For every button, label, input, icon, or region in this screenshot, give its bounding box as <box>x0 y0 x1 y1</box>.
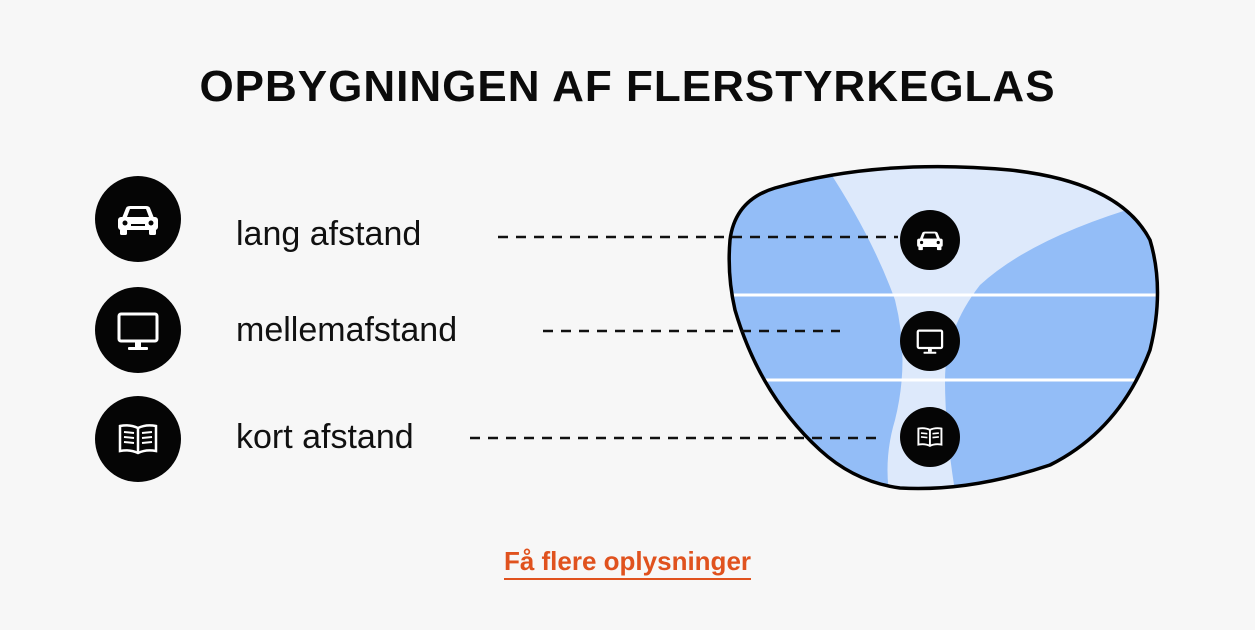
label-mellemafstand: mellemafstand <box>236 311 458 349</box>
lens-book-icon <box>900 407 960 467</box>
more-info-link-wrapper: Få flere oplysninger <box>0 546 1255 580</box>
label-kort-afstand: kort afstand <box>236 418 414 456</box>
page-title: OPBYGNINGEN AF FLERSTYRKEGLAS <box>199 62 1056 111</box>
lens-monitor-icon <box>900 311 960 371</box>
car-icon <box>95 176 181 262</box>
more-info-link[interactable]: Få flere oplysninger <box>503 546 752 580</box>
book-icon <box>95 396 181 482</box>
label-lang-afstand: lang afstand <box>236 215 422 253</box>
monitor-icon <box>95 287 181 373</box>
lens-outline <box>727 164 1160 491</box>
lens-car-icon <box>900 210 960 270</box>
